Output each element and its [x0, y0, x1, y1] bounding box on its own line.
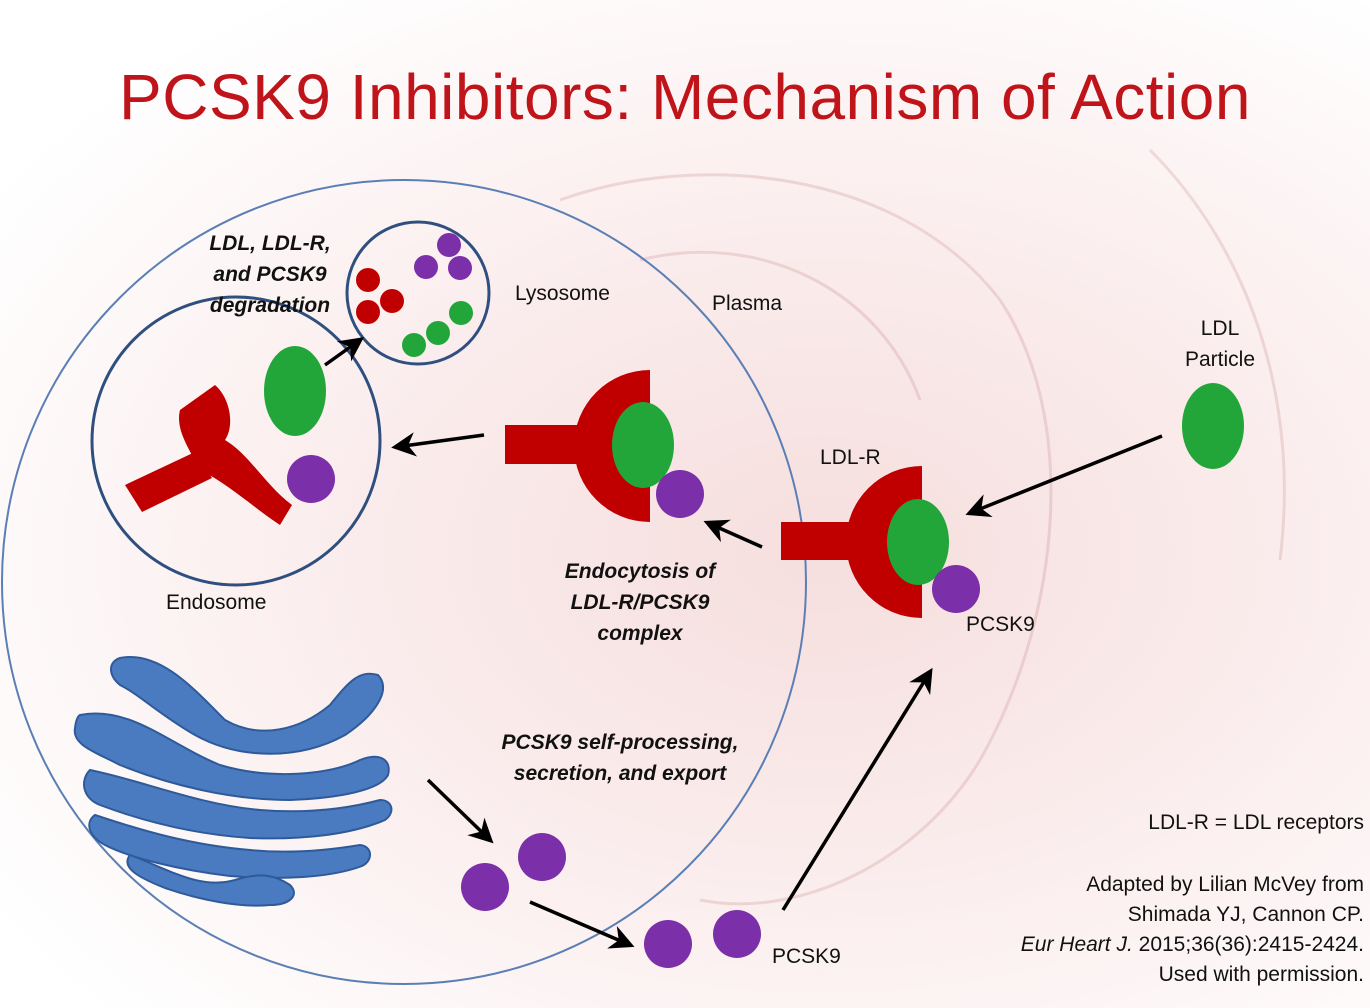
- endosome-ldl: [264, 346, 326, 436]
- golgi-apparatus: [73, 655, 393, 907]
- cell-membrane: [1, 179, 807, 985]
- abbreviation-note: LDL-R = LDL receptors: [1148, 811, 1364, 834]
- exported-pcsk9-1: [644, 920, 692, 968]
- ldl-particle: [1182, 383, 1244, 469]
- arrow-pcsk9-secretion: [529, 900, 635, 949]
- endosome-label: Endosome: [166, 591, 267, 614]
- arrow-pcsk9-to-receptor: [781, 667, 933, 911]
- arrow-endosome-to-lysosome: [323, 337, 364, 367]
- arrow-golgi-to-pcsk9: [426, 778, 494, 844]
- endocytosis-label: Endocytosis of LDL-R/PCSK9 complex: [564, 560, 716, 645]
- plasma-label: Plasma: [712, 292, 783, 315]
- ldl-r-label: LDL-R: [820, 446, 881, 469]
- pcsk9-bottom-label: PCSK9: [772, 945, 841, 968]
- secretion-label: PCSK9 self-processing, secretion, and ex…: [501, 731, 739, 785]
- secreted-pcsk9-1: [518, 833, 566, 881]
- secreted-pcsk9-2: [461, 863, 509, 911]
- lysosome: [345, 220, 491, 366]
- citation: Adapted by Lilian McVey from Shimada YJ,…: [1020, 873, 1364, 986]
- page-title: PCSK9 Inhibitors: Mechanism of Action: [119, 61, 1251, 133]
- degradation-label: LDL, LDL-R, and PCSK9 degradation: [209, 232, 331, 317]
- right-complex: [781, 466, 980, 618]
- middle-complex: [505, 370, 704, 522]
- endosome-pcsk9: [287, 455, 335, 503]
- lysosome-label: Lysosome: [515, 282, 610, 305]
- arrow-middle-to-endosome: [391, 432, 485, 457]
- lysosome-contents: [356, 233, 473, 357]
- pcsk9-top-label: PCSK9: [966, 613, 1035, 636]
- ldl-particle-label: LDL Particle: [1184, 317, 1256, 371]
- arrow-right-to-middle: [703, 519, 763, 549]
- exported-pcsk9-2: [713, 910, 761, 958]
- endosome-receptor: [125, 385, 292, 525]
- arrow-ldl-to-receptor: [965, 434, 1163, 518]
- endosome: [90, 295, 382, 587]
